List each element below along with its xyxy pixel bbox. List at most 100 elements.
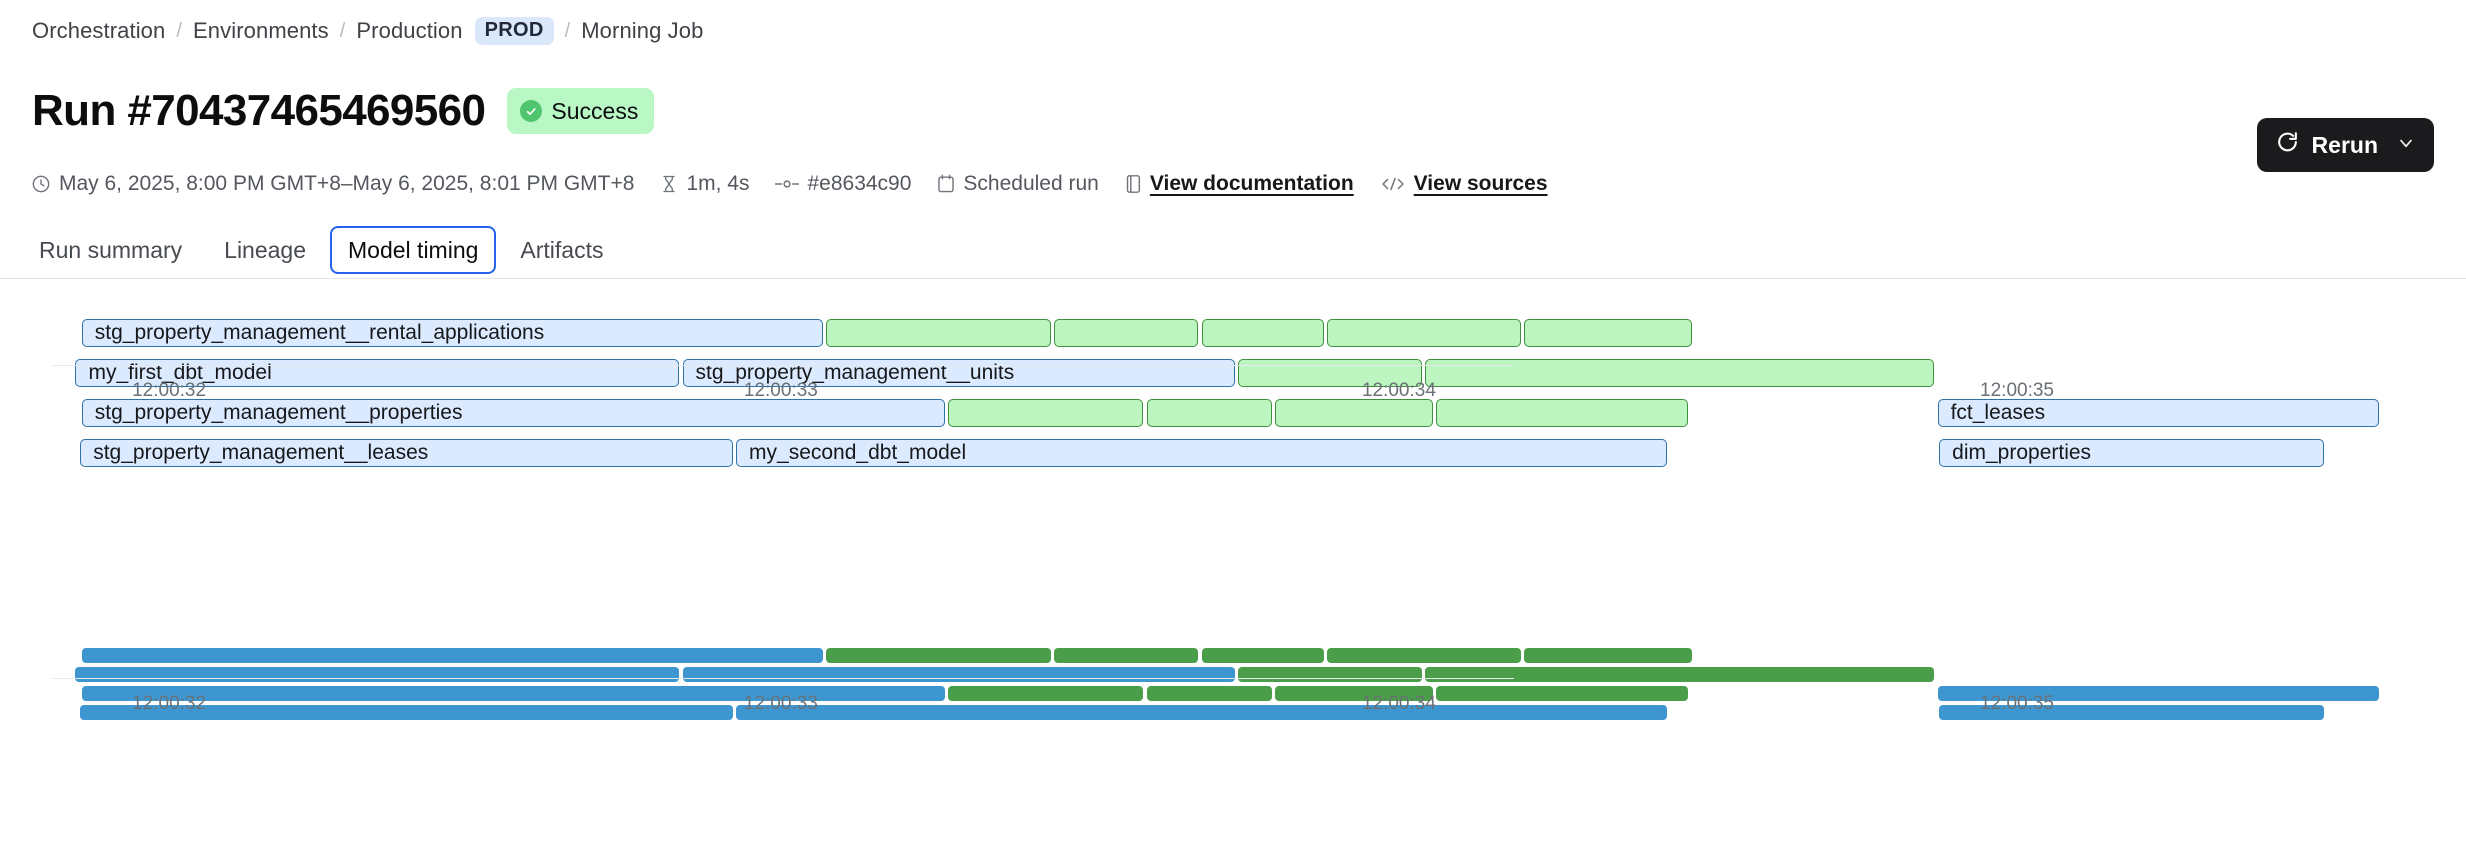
- gantt-bar-label: my_first_dbt_model: [88, 361, 272, 384]
- meta-duration: 1m, 4s: [660, 172, 749, 196]
- tab-artifacts[interactable]: Artifacts: [520, 236, 604, 263]
- meta-duration-label: 1m, 4s: [686, 172, 750, 195]
- overview-bar-test[interactable]: [825, 648, 1051, 663]
- tab-run-summary[interactable]: Run summary: [39, 236, 183, 263]
- gantt-bar-model[interactable]: stg_property_management__units: [682, 359, 1235, 387]
- overview-bar-model[interactable]: [1939, 705, 2325, 720]
- overview-bar-model[interactable]: [682, 667, 1235, 682]
- overview-bar-test[interactable]: [1435, 686, 1688, 701]
- gantt-bar-label: dim_properties: [1952, 441, 2092, 464]
- gantt-bar-model[interactable]: stg_property_management__leases: [80, 439, 733, 467]
- overview-bar-test[interactable]: [1523, 648, 1693, 663]
- meta-sources-link[interactable]: View sources: [1413, 172, 1548, 195]
- gantt-bar-model[interactable]: my_first_dbt_model: [75, 359, 680, 387]
- gantt-bar-model[interactable]: fct_leases: [1937, 399, 2380, 427]
- overview-bar-model[interactable]: [81, 686, 946, 701]
- overview-bar-model[interactable]: [1937, 686, 2380, 701]
- tab-bar: Run summary Lineage Model timing Artifac…: [0, 222, 2466, 278]
- gantt-bar-label: stg_property_management__properties: [94, 401, 463, 424]
- gantt-axis-tick: 12:00:33: [743, 380, 818, 401]
- status-badge-label: Success: [551, 97, 639, 124]
- gantt-bar-test[interactable]: [1327, 319, 1521, 347]
- gantt-bar-test[interactable]: [948, 399, 1144, 427]
- overview-bar-test[interactable]: [1237, 667, 1422, 682]
- gantt-axis-tick: 12:00:35: [1980, 380, 2054, 401]
- chevron-down-icon[interactable]: [2396, 132, 2416, 159]
- tab-bar-divider: [0, 278, 2466, 279]
- run-metadata: May 6, 2025, 8:00 PM GMT+8–May 6, 2025, …: [31, 172, 1574, 196]
- breadcrumb: Orchestration / Environments / Productio…: [32, 17, 703, 45]
- breadcrumb-item-orchestration[interactable]: Orchestration: [32, 18, 166, 43]
- git-commit-icon: [775, 175, 800, 193]
- gantt-bar-model[interactable]: stg_property_management__properties: [81, 399, 946, 427]
- gantt-bar-label: my_second_dbt_model: [749, 441, 967, 464]
- breadcrumb-separator: /: [564, 19, 571, 42]
- model-timing-gantt-chart[interactable]: stg_property_management__rental_applicat…: [0, 300, 2466, 560]
- meta-commit-label: #e8634c90: [807, 172, 912, 195]
- rerun-button[interactable]: Rerun: [2256, 118, 2434, 172]
- gantt-bar-test[interactable]: [1237, 359, 1422, 387]
- overview-bar-test[interactable]: [1201, 648, 1325, 663]
- refresh-icon: [2275, 130, 2300, 161]
- gantt-bar-label: fct_leases: [1950, 401, 2046, 424]
- page-title-row: Run #70437465469560 Success: [32, 86, 655, 135]
- overview-bar-test[interactable]: [948, 686, 1144, 701]
- meta-trigger-label: Scheduled run: [963, 172, 1099, 195]
- overview-axis-tick: 12:00:35: [1980, 693, 2054, 714]
- breadcrumb-item-production[interactable]: Production: [356, 18, 463, 43]
- meta-commit: #e8634c90: [775, 172, 911, 196]
- status-badge: Success: [507, 88, 655, 134]
- calendar-icon: [937, 174, 955, 194]
- gantt-bar-model[interactable]: dim_properties: [1939, 439, 2325, 467]
- code-icon: [1380, 175, 1406, 193]
- gantt-bar-model[interactable]: stg_property_management__rental_applicat…: [81, 319, 823, 347]
- gantt-bar-test[interactable]: [1146, 399, 1273, 427]
- gantt-bar-test[interactable]: [1053, 319, 1199, 347]
- overview-bar-model[interactable]: [81, 648, 823, 663]
- tab-lineage[interactable]: Lineage: [224, 236, 307, 263]
- breadcrumb-item-morning-job[interactable]: Morning Job: [581, 18, 704, 43]
- overview-axis-tick: 12:00:33: [743, 693, 818, 714]
- hourglass-icon: [660, 174, 678, 194]
- gantt-bar-label: stg_property_management__rental_applicat…: [94, 321, 545, 344]
- gantt-bar-label: stg_property_management__leases: [93, 441, 429, 464]
- gantt-bar-test[interactable]: [1424, 359, 1935, 387]
- overview-axis-line: [52, 678, 1514, 679]
- gantt-axis-tick: 12:00:32: [132, 380, 207, 401]
- gantt-bar-test[interactable]: [1201, 319, 1325, 347]
- overview-bar-test[interactable]: [1053, 648, 1199, 663]
- gantt-bar-test[interactable]: [1523, 319, 1693, 347]
- meta-sources[interactable]: View sources: [1380, 172, 1548, 196]
- breadcrumb-separator: /: [176, 19, 183, 42]
- meta-documentation-link[interactable]: View documentation: [1149, 172, 1354, 195]
- overview-axis-tick: 12:00:32: [132, 693, 207, 714]
- meta-timerange: May 6, 2025, 8:00 PM GMT+8–May 6, 2025, …: [31, 172, 634, 196]
- overview-bar-test[interactable]: [1327, 648, 1521, 663]
- gantt-axis-tick: 12:00:34: [1361, 380, 1436, 401]
- meta-documentation[interactable]: View documentation: [1125, 172, 1354, 196]
- gantt-axis-line: [52, 365, 1514, 366]
- gantt-bar-test[interactable]: [1275, 399, 1433, 427]
- model-timing-overview-chart[interactable]: 12:00:32 12:00:33 12:00:34 12:00:35: [0, 640, 2466, 760]
- overview-bar-model[interactable]: [75, 667, 680, 682]
- overview-bar-test[interactable]: [1275, 686, 1433, 701]
- clock-icon: [31, 174, 51, 194]
- rerun-button-label: Rerun: [2311, 131, 2378, 158]
- breadcrumb-separator: /: [339, 19, 346, 42]
- check-circle-icon: [520, 100, 543, 122]
- environment-badge-prod: PROD: [474, 17, 554, 45]
- overview-bar-model[interactable]: [736, 705, 1668, 720]
- page-title: Run #70437465469560: [32, 86, 486, 135]
- overview-bar-model[interactable]: [80, 705, 733, 720]
- breadcrumb-item-environments[interactable]: Environments: [193, 18, 329, 43]
- gantt-bar-test[interactable]: [825, 319, 1051, 347]
- overview-bar-test[interactable]: [1424, 667, 1935, 682]
- tab-model-timing[interactable]: Model timing: [330, 226, 497, 274]
- book-icon: [1125, 174, 1142, 194]
- meta-timerange-label: May 6, 2025, 8:00 PM GMT+8–May 6, 2025, …: [59, 172, 635, 195]
- gantt-bar-label: stg_property_management__units: [695, 361, 1015, 384]
- gantt-bar-test[interactable]: [1435, 399, 1688, 427]
- overview-axis-tick: 12:00:34: [1361, 693, 1436, 714]
- gantt-bar-model[interactable]: my_second_dbt_model: [736, 439, 1668, 467]
- overview-bar-test[interactable]: [1146, 686, 1273, 701]
